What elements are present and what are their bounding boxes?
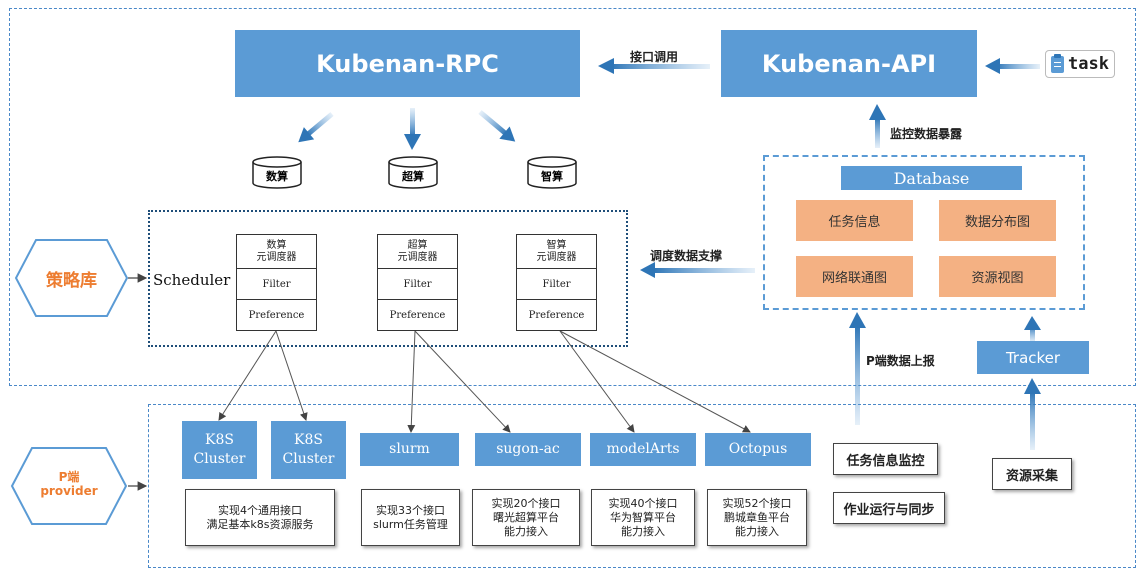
cluster-line2: Cluster [282, 451, 335, 467]
policy-library-label: 策略库 [46, 271, 97, 291]
provider-label-line1: P端 [58, 470, 80, 484]
cluster-line2: Cluster [193, 451, 246, 467]
p-report-label: P端数据上报 [866, 354, 935, 368]
collect-to-tracker-arrow [1024, 378, 1041, 450]
job-sync-box: 作业运行与同步 [833, 492, 945, 524]
filter-stage: Filter [378, 269, 457, 300]
p-report-arrow [849, 312, 866, 425]
interface-call-label: 接口调用 [630, 50, 679, 64]
k8s-cluster-2: K8S Cluster [271, 421, 346, 479]
clipboard-icon [1051, 53, 1065, 73]
database-cylinder-hpc: 超算 [388, 156, 438, 190]
policy-library-hexagon: 策略库 [14, 238, 129, 318]
preference-stage: Preference [528, 309, 585, 321]
scheduler-data: 数算 元调度器 Filter Preference [236, 234, 317, 331]
scheduler-subtitle: 元调度器 [397, 251, 438, 263]
kubenan-rpc-box: Kubenan-RPC [235, 30, 580, 97]
scheduler-label: Scheduler [153, 271, 231, 289]
rpc-to-databases-arrows [298, 108, 516, 150]
resource-collect-box: 资源采集 [992, 458, 1072, 490]
desc-line: 鹏城章鱼平台 [724, 510, 790, 524]
scheduler-title: 智算 [546, 239, 567, 251]
desc-octopus: 实现52个接口 鹏城章鱼平台 能力接入 [707, 489, 807, 546]
provider-sugon-ac: sugon-ac [475, 433, 581, 466]
provider-modelarts: modelArts [590, 433, 696, 466]
data-distribution-box: 数据分布图 [939, 200, 1056, 241]
database-label: 数算 [266, 170, 288, 183]
scheduler-hpc: 超算 元调度器 Filter Preference [377, 234, 458, 331]
database-label: 智算 [541, 170, 563, 183]
desc-line: slurm任务管理 [373, 517, 448, 531]
desc-line: 实现40个接口 [608, 496, 678, 510]
scheduler-subtitle: 元调度器 [256, 251, 297, 263]
preference-stage: Preference [389, 309, 446, 321]
desc-sugon: 实现20个接口 曙光超算平台 能力接入 [472, 489, 580, 546]
database-panel [763, 155, 1085, 310]
desc-line: 曙光超算平台 [493, 510, 559, 524]
desc-line: 能力接入 [735, 524, 779, 538]
schedule-support-arrow [640, 262, 755, 278]
tracker-to-db-arrow [1024, 316, 1041, 342]
cluster-line1: K8S [294, 432, 323, 448]
kubenan-api-box: Kubenan-API [721, 30, 977, 97]
scheduler-subtitle: 元调度器 [536, 251, 577, 263]
desc-line: 实现33个接口 [376, 503, 445, 517]
desc-line: 能力接入 [621, 524, 665, 538]
control-plane-region [9, 8, 1136, 386]
cluster-line1: K8S [205, 432, 234, 448]
k8s-cluster-1: K8S Cluster [182, 421, 257, 479]
desc-line: 实现20个接口 [491, 496, 561, 510]
monitor-expose-arrow [869, 104, 886, 148]
task-to-api-arrow [985, 58, 1040, 74]
task-badge: task [1045, 50, 1115, 78]
desc-slurm: 实现33个接口 slurm任务管理 [361, 489, 460, 546]
provider-slurm: slurm [360, 433, 459, 466]
database-cylinder-data: 数算 [252, 156, 302, 190]
provider-hexagon: P端 provider [10, 446, 128, 526]
desc-line: 满足基本k8s资源服务 [206, 517, 314, 531]
database-cylinder-ai: 智算 [527, 156, 577, 190]
preference-stage: Preference [248, 309, 305, 321]
scheduler-region [148, 210, 628, 347]
desc-line: 能力接入 [504, 524, 548, 538]
desc-line: 实现52个接口 [722, 496, 792, 510]
task-label: task [1068, 54, 1109, 74]
scheduler-title: 数算 [266, 239, 287, 251]
filter-stage: Filter [517, 269, 596, 300]
database-panel-title: Database [841, 166, 1022, 190]
tracker-box: Tracker [977, 341, 1089, 374]
scheduler-links [218, 330, 751, 433]
task-monitor-box: 任务信息监控 [833, 443, 938, 475]
task-info-box: 任务信息 [796, 200, 913, 241]
schedule-support-label: 调度数据支撑 [650, 249, 723, 263]
filter-stage: Filter [237, 269, 316, 300]
desc-k8s: 实现4个通用接口 满足基本k8s资源服务 [185, 489, 335, 546]
scheduler-title: 超算 [407, 239, 428, 251]
resource-view-box: 资源视图 [939, 256, 1056, 297]
desc-modelarts: 实现40个接口 华为智算平台 能力接入 [591, 489, 695, 546]
network-connectivity-box: 网络联通图 [796, 256, 913, 297]
provider-region [148, 404, 1136, 568]
monitor-expose-label: 监控数据暴露 [890, 127, 963, 141]
provider-label-line2: provider [40, 484, 98, 498]
desc-line: 华为智算平台 [610, 510, 676, 524]
desc-line: 实现4个通用接口 [218, 503, 302, 517]
interface-call-arrow [598, 58, 710, 74]
database-label: 超算 [402, 170, 424, 183]
scheduler-ai: 智算 元调度器 Filter Preference [516, 234, 597, 331]
provider-octopus: Octopus [705, 433, 811, 466]
